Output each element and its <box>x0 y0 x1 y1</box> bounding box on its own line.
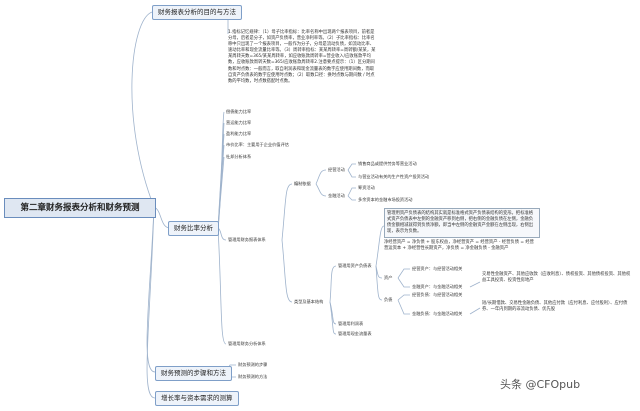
net-operating-assets-formula: 净经营资产 = 净负债 + 股东权益，净经营资产 = 经营资产 - 经营负债 =… <box>384 240 534 252</box>
management-cashflow-statement[interactable]: 管理用现金流量表 <box>338 331 372 336</box>
financial-item[interactable]: 多余资本的金融市场投资活动 <box>358 197 413 202</box>
financial-liabilities-list: 短/长期借款、交易性金融负债、其他应付款（应付利息、应付股利）、应付债券、一年内… <box>482 301 628 313</box>
ratio-market[interactable]: 市价比率：主要用于企业价值评估 <box>226 142 289 147</box>
financial-assets-list: 交易性金融资产、其他应收款（应收利息）、债权投资、其他债权投资、其他权益工具投资… <box>482 272 631 284</box>
liabilities-node[interactable]: 负债 <box>384 297 393 302</box>
watermark: 头条 @CFOpub <box>500 378 581 391</box>
ratio-profitability[interactable]: 盈利能力比率 <box>226 131 252 136</box>
balance-sheet-structure-note: 管理用资产负债表的结构其实就是标准格式资产负债表结构的变形。把标准格式资产负债表… <box>384 208 540 239</box>
financial-assets[interactable]: 金融资产：与金融活动相关 <box>412 284 463 289</box>
operating-assets[interactable]: 经营资产：与经营活动相关 <box>412 266 463 271</box>
assets-node[interactable]: 资产 <box>384 275 393 280</box>
operating-item[interactable]: 与营业活动有关的生产性资产投资活动 <box>358 174 430 179</box>
branch-ratio-analysis[interactable]: 财务比率分析 <box>168 221 219 236</box>
financial-liabilities[interactable]: 金融负债：与金融活动相关 <box>412 311 463 316</box>
ratio-memory-notes: 1.指标记忆规律：（1）母子比率指标：比率名称中出现两个报表项目，前者是分母，后… <box>228 30 376 84</box>
management-balance-sheet[interactable]: 管理用资产负债表 <box>338 263 372 268</box>
management-analysis-system[interactable]: 管理用财务分析体系 <box>228 341 266 346</box>
operating-activities[interactable]: 经营活动 <box>328 167 345 172</box>
management-statement-system[interactable]: 管理用财务报表体系 <box>228 237 266 242</box>
ratio-operating[interactable]: 营运能力比率 <box>226 120 252 125</box>
management-income-statement[interactable]: 管理用利润表 <box>338 321 364 326</box>
financial-activities[interactable]: 金融活动 <box>328 193 345 198</box>
classification-basis[interactable]: 编制依据 <box>294 181 311 186</box>
branch-analysis-purpose[interactable]: 财务报表分析的目的与方法 <box>152 5 242 20</box>
types-and-structure[interactable]: 类型及基本结构 <box>294 299 324 304</box>
financial-item[interactable]: 筹资活动 <box>358 185 375 190</box>
branch-growth-capital[interactable]: 增长率与资本需求的测算 <box>155 391 239 406</box>
operating-item[interactable]: 销售商品或提供劳务等营业活动 <box>358 161 417 166</box>
ratio-dupont[interactable]: 杜邦分析体系 <box>226 154 252 159</box>
forecast-steps[interactable]: 财务预测的步骤 <box>238 362 268 367</box>
forecast-methods[interactable]: 财务预测的方法 <box>238 374 268 379</box>
root-topic[interactable]: 第二章财务报表分析和财务预测 <box>4 198 156 218</box>
branch-forecast-method[interactable]: 财务预测的步骤和方法 <box>155 366 232 381</box>
ratio-solvency[interactable]: 偿债能力比率 <box>226 109 252 114</box>
operating-liabilities[interactable]: 经营负债：与经营活动相关 <box>412 292 463 297</box>
